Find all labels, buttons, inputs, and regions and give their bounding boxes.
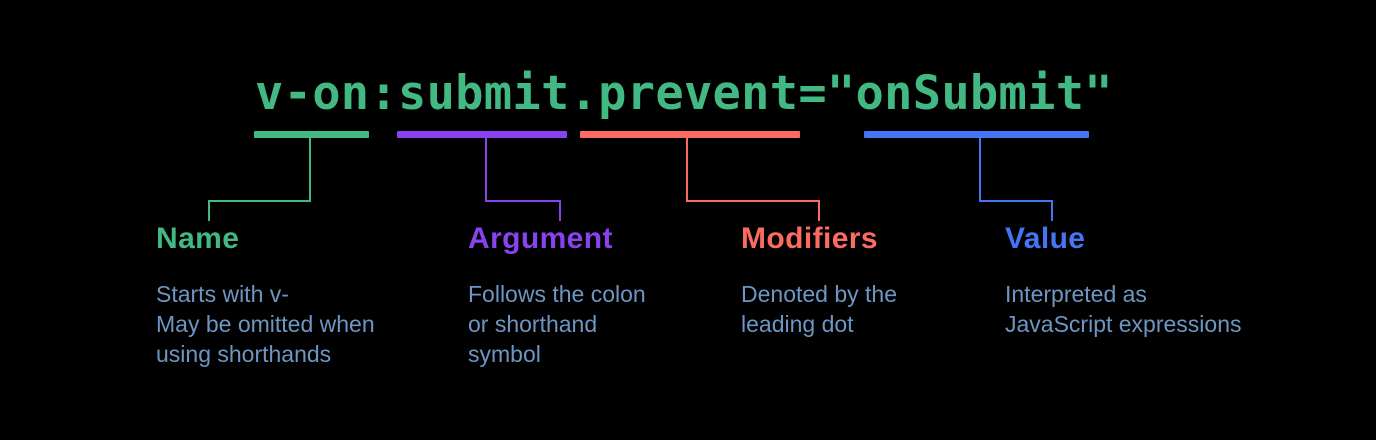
value-connector-elbow [979,200,1053,202]
argument-connector-elbow [485,200,561,202]
value-description: Interpreted as JavaScript expressions [1005,281,1242,337]
argument-description: Follows the colon or shorthand symbol [468,281,646,367]
value-underline-bar [864,131,1089,138]
modifiers-connector-tick [686,137,688,201]
modifiers-label: Modifiers [741,222,878,255]
value-label: Value [1005,222,1086,255]
argument-connector-tick [485,137,487,201]
modifiers-connector-elbow [686,200,820,202]
name-connector-elbow [208,200,311,202]
value-connector-tick [979,137,981,201]
modifiers-underline-bar [580,131,800,138]
directive-code-text: v-on:submit.prevent="onSubmit" [255,66,1113,121]
argument-connector-drop [559,200,561,221]
argument-label: Argument [468,222,613,255]
value-connector-drop [1051,200,1053,221]
modifiers-description: Denoted by the leading dot [741,281,898,337]
argument-underline-bar [397,131,567,138]
name-connector-tick [309,137,311,201]
name-connector-drop [208,200,210,221]
name-underline-bar [254,131,369,138]
name-label: Name [156,222,240,255]
name-description: Starts with v- May be omitted when using… [156,281,375,367]
modifiers-connector-drop [818,200,820,221]
